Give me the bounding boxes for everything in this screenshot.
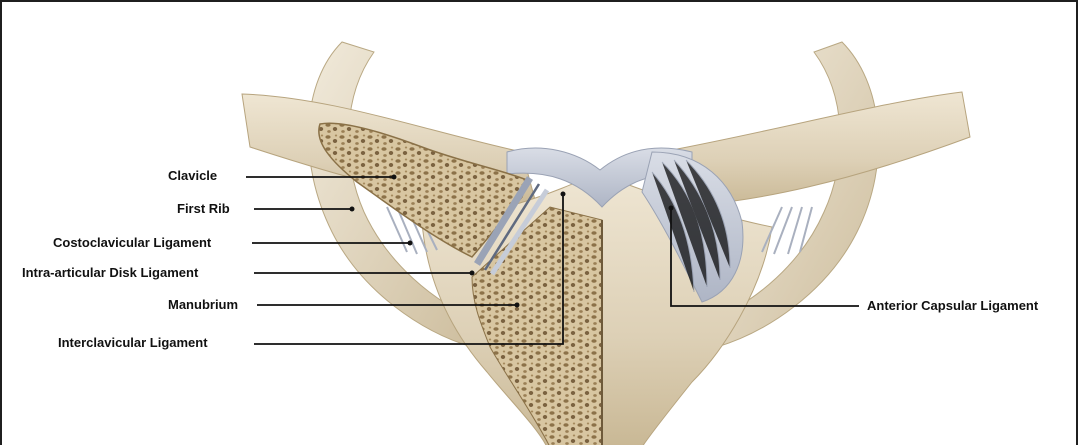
label-clavicle: Clavicle <box>168 168 217 184</box>
label-first-rib: First Rib <box>177 201 230 217</box>
label-interclavicular-ligament: Interclavicular Ligament <box>58 335 208 351</box>
label-anterior-capsular-ligament: Anterior Capsular Ligament <box>867 298 1038 314</box>
label-intra-articular-disk-ligament: Intra-articular Disk Ligament <box>22 265 198 281</box>
label-costoclavicular-ligament: Costoclavicular Ligament <box>53 235 211 251</box>
label-manubrium: Manubrium <box>168 297 238 313</box>
